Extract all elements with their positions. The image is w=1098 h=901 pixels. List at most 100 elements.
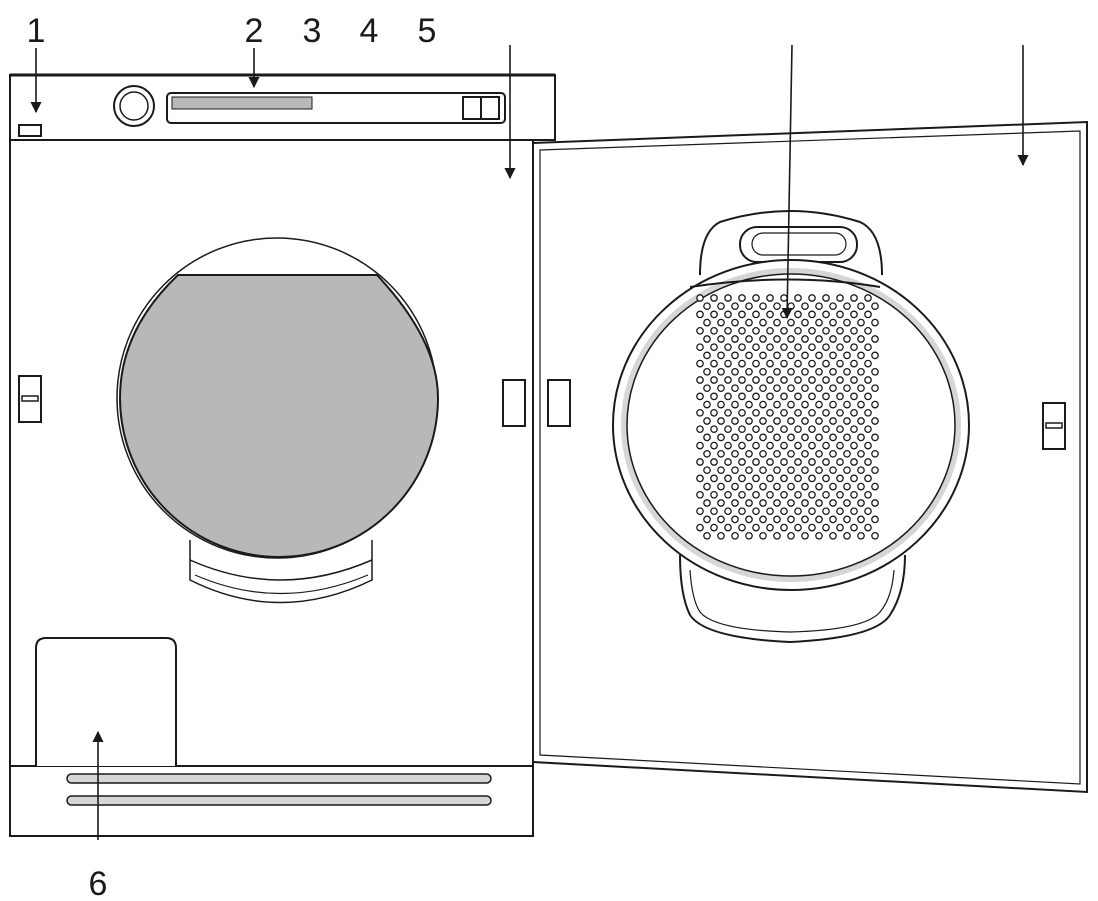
filter-hole: [801, 302, 809, 311]
filter-hole: [717, 482, 725, 491]
filter-hole: [829, 335, 837, 343]
filter-hole: [864, 326, 872, 335]
filter-hole: [794, 326, 802, 335]
filter-hole: [724, 507, 732, 516]
filter-hole: [801, 351, 809, 360]
filter-hole: [808, 392, 816, 401]
filter-hole: [710, 474, 718, 483]
filter-hole: [857, 351, 865, 360]
filter-hole: [752, 376, 760, 384]
filter-hole: [808, 458, 816, 466]
filter-hole: [696, 326, 704, 335]
filter-hole: [864, 441, 872, 450]
filter-hole: [773, 499, 781, 507]
filter-hole: [871, 531, 879, 540]
door-catch: [1042, 402, 1066, 450]
filter-hole: [794, 408, 802, 417]
filter-hole: [822, 408, 830, 417]
filter-hole: [703, 384, 711, 393]
filter-hole: [815, 351, 823, 360]
filter-hole: [703, 499, 711, 507]
callout-line-4: [781, 44, 793, 320]
condenser-hatch: [35, 637, 177, 766]
filter-hole: [696, 359, 704, 368]
filter-hole: [724, 458, 732, 466]
filter-hole: [724, 425, 732, 434]
filter-hole: [857, 531, 865, 540]
filter-hole: [780, 474, 788, 483]
filter-hole: [724, 376, 732, 384]
filter-hole: [738, 294, 746, 302]
filter-hole: [843, 417, 851, 425]
filter-hole: [703, 318, 711, 327]
cabinet-latch-left: [18, 375, 42, 423]
filter-hole: [752, 310, 760, 319]
filter-hole: [829, 515, 837, 524]
filter-hole: [850, 490, 858, 499]
filter-hole: [710, 392, 718, 401]
filter-hole: [787, 400, 795, 409]
filter-hole: [731, 531, 739, 540]
filter-hole: [710, 359, 718, 368]
filter-hole: [717, 449, 725, 458]
filter-hole: [738, 359, 746, 368]
filter-hole: [864, 343, 872, 352]
filter-hole: [724, 523, 732, 532]
filter-hole: [871, 302, 879, 311]
filter-hole: [745, 367, 753, 376]
filter-hole: [731, 384, 739, 393]
filter-hole: [843, 515, 851, 524]
filter-hole: [787, 417, 795, 425]
filter-hole: [759, 400, 767, 409]
filter-hole: [724, 294, 732, 302]
filter-hole: [864, 523, 872, 532]
filter-hole: [829, 433, 837, 442]
filter-hole: [871, 367, 879, 376]
filter-hole: [808, 359, 816, 368]
filter-hole: [836, 359, 844, 368]
filter-hole: [731, 482, 739, 491]
filter-hole: [766, 425, 774, 434]
filter-hole: [773, 417, 781, 425]
filter-hole: [738, 326, 746, 335]
filter-hole: [787, 351, 795, 360]
filter-hole: [836, 408, 844, 417]
filter-hole: [794, 441, 802, 450]
filter-hole: [843, 482, 851, 491]
filter-hole: [836, 392, 844, 401]
filter-hole: [822, 458, 830, 466]
filter-hole: [766, 507, 774, 516]
filter-hole: [717, 466, 725, 475]
filter-hole: [752, 425, 760, 434]
filter-hole: [745, 417, 753, 425]
filter-hole: [801, 433, 809, 442]
filter-hole: [794, 474, 802, 483]
filter-hole: [745, 351, 753, 360]
filter-hole: [822, 523, 830, 532]
filter-hole: [850, 523, 858, 532]
filter-hole: [829, 482, 837, 491]
filter-hole: [850, 425, 858, 434]
filter-hole: [871, 466, 879, 475]
filter-hole: [759, 449, 767, 458]
filter-hole: [787, 384, 795, 393]
filter-hole: [717, 499, 725, 507]
filter-hole: [857, 433, 865, 442]
filter-hole: [871, 449, 879, 458]
door-handle: [739, 226, 858, 263]
filter-hole: [780, 376, 788, 384]
filter-hole: [759, 433, 767, 442]
filter-hole: [773, 384, 781, 393]
filter-hole: [829, 531, 837, 540]
filter-hole: [759, 384, 767, 393]
filter-hole: [787, 499, 795, 507]
filter-hole: [801, 449, 809, 458]
filter-hole: [703, 302, 711, 311]
filter-hole: [787, 449, 795, 458]
filter-hole: [717, 318, 725, 327]
filter-hole: [815, 466, 823, 475]
filter-hole: [696, 474, 704, 483]
filter-hole: [871, 384, 879, 393]
filter-hole: [710, 326, 718, 335]
filter-hole: [703, 482, 711, 491]
